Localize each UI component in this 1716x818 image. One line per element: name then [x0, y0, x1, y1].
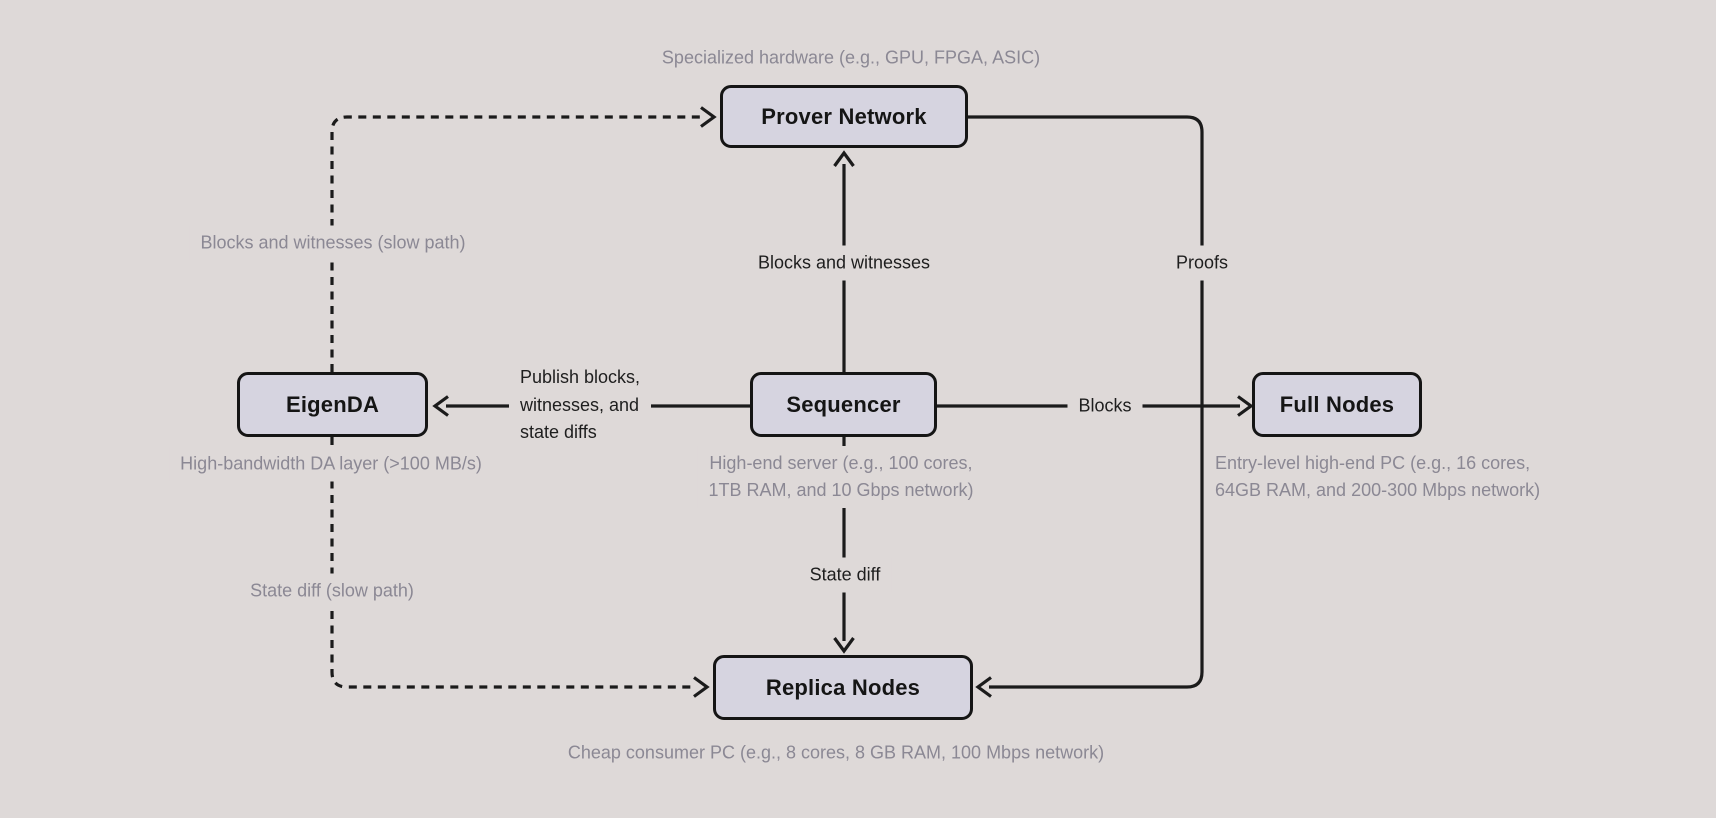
- eigenda-caption: High-bandwidth DA layer (>100 MB/s): [169, 446, 493, 482]
- sequencer-caption-line2: 1TB RAM, and 10 Gbps network): [708, 480, 974, 500]
- edge-sequencer-to-fullnodes-arrowhead: [1237, 395, 1254, 417]
- full-nodes-caption: Entry-level high-end PC (e.g., 16 cores,…: [1215, 450, 1540, 504]
- node-prover-network-label: Prover Network: [761, 103, 927, 129]
- edge-label-proofs: Proofs: [1164, 245, 1240, 281]
- edge-prover-to-replica-arrowhead: [975, 676, 992, 698]
- edge-eigenda-to-replica-line: [330, 437, 694, 689]
- sequencer-caption-line1: High-end server (e.g., 100 cores,: [709, 453, 973, 473]
- edge-label-blocks-witnesses-slow-path: Blocks and witnesses (slow path): [189, 225, 477, 261]
- edge-label-publish-blocks-line1: Publish blocks,: [520, 367, 641, 387]
- full-nodes-caption-line1: Entry-level high-end PC (e.g., 16 cores,: [1215, 453, 1531, 473]
- edge-sequencer-to-prover-arrowhead: [833, 150, 855, 167]
- edge-label-blocks-and-witnesses: Blocks and witnesses: [746, 245, 942, 281]
- node-sequencer: Sequencer: [750, 372, 937, 437]
- edge-label-state-diff-slow-path: State diff (slow path): [239, 573, 425, 609]
- prover-network-caption: Specialized hardware (e.g., GPU, FPGA, A…: [661, 47, 1041, 68]
- edge-eigenda-to-prover-arrowhead: [700, 106, 717, 128]
- node-eigenda: EigenDA: [237, 372, 428, 437]
- edge-eigenda-to-replica-arrowhead: [693, 676, 710, 698]
- node-replica-nodes: Replica Nodes: [713, 655, 973, 720]
- edge-label-publish-blocks: Publish blocks, witnesses, and state dif…: [509, 360, 652, 451]
- edge-sequencer-to-replica-arrowhead: [833, 637, 855, 654]
- edge-sequencer-to-eigenda-arrowhead: [432, 395, 449, 417]
- edge-prover-to-replica-line: [968, 115, 1204, 689]
- node-sequencer-label: Sequencer: [786, 391, 901, 417]
- node-prover-network: Prover Network: [720, 85, 968, 148]
- edge-label-publish-blocks-line2: witnesses, and: [520, 394, 640, 415]
- edge-label-state-diff: State diff: [798, 557, 892, 593]
- replica-nodes-caption: Cheap consumer PC (e.g., 8 cores, 8 GB R…: [567, 742, 1105, 763]
- node-full-nodes-label: Full Nodes: [1279, 391, 1395, 417]
- edge-eigenda-to-prover-line: [330, 115, 703, 372]
- node-replica-nodes-label: Replica Nodes: [765, 674, 921, 700]
- sequencer-caption: High-end server (e.g., 100 cores, 1TB RA…: [697, 446, 985, 508]
- full-nodes-caption-line2: 64GB RAM, and 200-300 Mbps network): [1215, 480, 1541, 500]
- edge-label-publish-blocks-line3: state diffs: [520, 422, 597, 442]
- node-full-nodes: Full Nodes: [1252, 372, 1422, 437]
- node-eigenda-label: EigenDA: [285, 391, 380, 417]
- edge-label-blocks: Blocks: [1067, 388, 1143, 424]
